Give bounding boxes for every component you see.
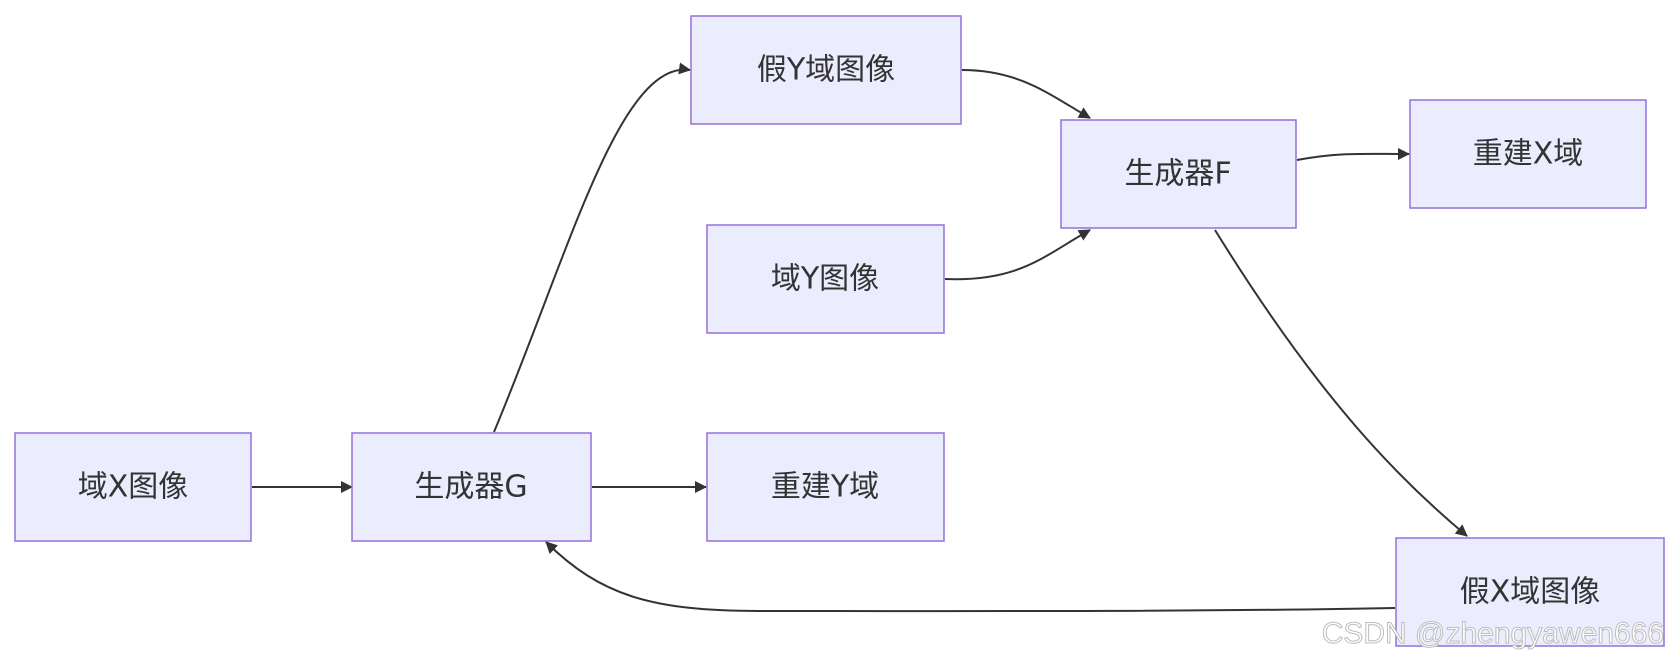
edge-fake-x-to-generator-g (545, 541, 1396, 613)
node-fake-y-image: 假Y域图像 (690, 15, 962, 125)
csdn-watermark: CSDN @zhengyawen666 (1322, 617, 1664, 650)
edge-domain-y-to-generator-f (944, 229, 1091, 281)
node-reconstructed-x: 重建X域 (1409, 99, 1647, 209)
node-generator-f: 生成器F (1060, 119, 1297, 229)
node-label: 重建X域 (1473, 137, 1584, 172)
node-fake-x-image: 假X域图像 (1395, 537, 1665, 647)
node-label: 假X域图像 (1460, 575, 1601, 610)
node-label: 假Y域图像 (757, 53, 895, 88)
edge-generator-g-to-fake-y (493, 62, 691, 433)
node-label: 域Y图像 (771, 262, 879, 297)
edge-generator-f-to-fake-x (1214, 229, 1468, 537)
node-label: 域X图像 (78, 470, 189, 505)
node-label: 生成器F (1124, 157, 1231, 192)
node-reconstructed-y: 重建Y域 (706, 432, 945, 542)
node-domain-y-image: 域Y图像 (706, 224, 945, 334)
node-domain-x-image: 域X图像 (14, 432, 252, 542)
node-generator-g: 生成器G (351, 432, 592, 542)
edge-fake-y-to-generator-f (961, 69, 1091, 119)
node-label: 生成器G (414, 470, 527, 505)
edge-generator-f-to-reconstructed-x (1296, 147, 1410, 161)
node-label: 重建Y域 (771, 470, 879, 505)
